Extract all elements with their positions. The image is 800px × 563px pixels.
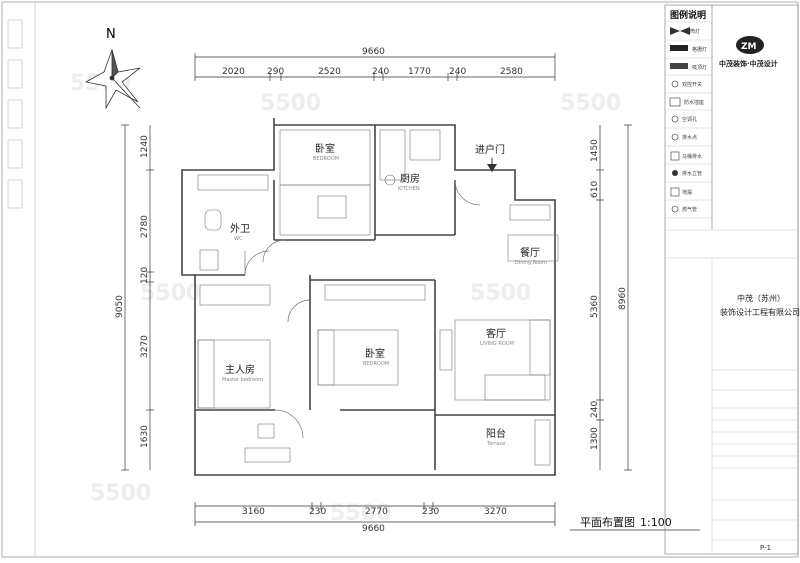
bottom-dim-3: 2770 (365, 507, 388, 517)
legend-item-2: 格栅灯 (692, 46, 707, 53)
title-block-frame (664, 4, 799, 555)
drawing-scale: 1:100 (640, 516, 672, 529)
bottom-dim-4: 230 (422, 507, 439, 517)
legend-item-10: 地漏 (682, 189, 692, 196)
top-dim-5: 1770 (408, 67, 431, 77)
svg-text:5500: 5500 (470, 281, 531, 306)
room-label-bathroom-en: WC (234, 236, 243, 242)
bottom-dim-2: 230 (309, 507, 326, 517)
legend-item-9: 排水立管 (682, 170, 702, 177)
legend-item-5: 防水插座 (684, 99, 704, 106)
drawing-title: 平面布置图 (580, 516, 635, 529)
svg-text:5500: 5500 (90, 481, 151, 506)
room-label-bedroom-south: 卧室 (365, 347, 385, 360)
top-dim-3: 2520 (318, 67, 341, 77)
right-dim-1: 1450 (590, 139, 600, 162)
furniture (197, 129, 559, 466)
binding-margin-labels (7, 19, 23, 209)
top-dim-2: 290 (267, 67, 284, 77)
legend-item-3: 吸顶灯 (692, 64, 707, 71)
top-dim-6: 240 (449, 67, 466, 77)
bottom-dim-1: 3160 (242, 507, 265, 517)
legend-item-6: 空调孔 (682, 116, 697, 123)
room-label-terrace: 阳台 (486, 427, 506, 440)
right-dimension-lines (596, 124, 632, 471)
logo-mark: ZM (741, 42, 757, 52)
bottom-total-dim: 9660 (362, 524, 385, 534)
top-dim-1: 2020 (222, 67, 245, 77)
legend-item-8: 马桶排水 (682, 153, 702, 160)
room-label-kitchen-en: KITCHEN (398, 186, 420, 192)
room-label-living-room: 客厅 (486, 327, 506, 340)
room-label-living-room-en: LIVING ROOM (480, 341, 514, 347)
right-dim-5: 1300 (590, 427, 600, 450)
left-dim-3: 120 (140, 267, 150, 284)
room-label-bedroom-north-en: BEDROOM (313, 156, 339, 162)
left-total-dim: 9050 (115, 295, 125, 318)
left-dimension-lines (121, 124, 154, 471)
legend-item-7: 排水点 (682, 134, 697, 141)
svg-text:5500: 5500 (560, 91, 621, 116)
room-label-bedroom-south-en: BEDROOM (363, 361, 389, 367)
north-arrow (84, 48, 141, 110)
left-dim-4: 3270 (140, 335, 150, 358)
legend-item-1: 筒灯 (690, 28, 700, 35)
north-label: N (106, 27, 116, 42)
walls (181, 118, 556, 476)
entry-arrow-icon (487, 158, 497, 172)
legend-rows (665, 21, 798, 554)
left-dim-2: 2780 (140, 215, 150, 238)
room-label-bedroom-north: 卧室 (315, 142, 335, 155)
left-dim-1: 1240 (140, 135, 150, 158)
right-outer-dim: 8960 (618, 287, 628, 310)
logo-text: 中茂装饰·中茂设计 (719, 59, 778, 68)
room-label-dining-en: Dining Room (515, 260, 547, 266)
right-dim-2: 610 (590, 181, 600, 198)
company-name-line1: 中茂（苏州） (737, 293, 785, 303)
room-label-kitchen: 厨房 (400, 172, 420, 185)
right-dim-3: 5360 (590, 295, 600, 318)
page-number: P-1 (760, 544, 771, 552)
room-label-bathroom: 外卫 (230, 223, 250, 235)
room-label-master-bedroom: 主人房 (225, 363, 255, 376)
legend-title: 图例说明 (670, 9, 706, 21)
top-dim-4: 240 (372, 67, 389, 77)
company-name-line2: 装饰设计工程有限公司 (720, 307, 800, 317)
company-logo: ZM 中茂装饰·中茂设计 (719, 36, 778, 68)
door-swings (244, 179, 481, 439)
entry-door-label: 进户门 (475, 143, 505, 156)
legend-item-11: 燃气管 (682, 206, 697, 213)
legend-symbols (669, 27, 690, 213)
top-dimension-lines (194, 53, 556, 81)
left-dim-5: 1630 (140, 425, 150, 448)
bottom-dim-5: 3270 (484, 507, 507, 517)
top-dim-7: 2580 (500, 67, 523, 77)
room-label-terrace-en: Terrace (486, 441, 505, 447)
bottom-dimension-lines (194, 502, 556, 526)
legend-item-4: 双控开关 (682, 81, 702, 88)
svg-text:5500: 5500 (260, 91, 321, 116)
right-dim-4: 240 (590, 401, 600, 418)
room-label-dining: 餐厅 (520, 246, 540, 259)
top-total-dim: 9660 (362, 47, 385, 57)
room-label-master-bedroom-en: Master bedroom (222, 377, 263, 383)
